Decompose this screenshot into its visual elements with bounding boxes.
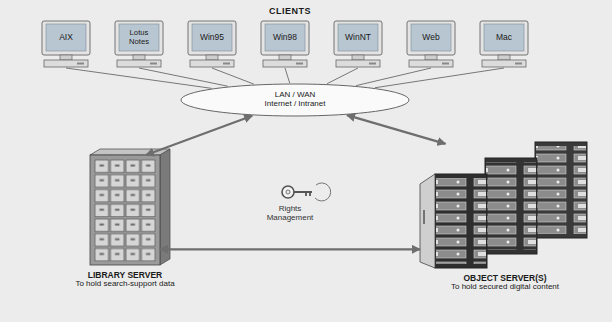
server-heading: LIBRARY SERVER xyxy=(88,271,162,280)
cabinet-front xyxy=(90,155,160,265)
edge-label: Rights Management xyxy=(255,205,325,223)
client-label: WinNT xyxy=(345,33,371,42)
client-label: Win95 xyxy=(200,33,224,42)
client-monitor: Lotus Notes xyxy=(114,20,164,68)
key-swirl xyxy=(315,183,331,201)
network-ellipse: LAN / WANInternet / Intranet xyxy=(180,83,410,117)
server-caption: To hold secured digital content xyxy=(451,283,559,292)
rack-panels xyxy=(536,146,586,234)
rack xyxy=(485,158,537,254)
door-handle xyxy=(423,210,425,224)
client-monitor: WinNT xyxy=(333,20,383,68)
library-cabinet xyxy=(90,149,170,265)
monitor-outline xyxy=(187,20,237,68)
object-server-racks xyxy=(420,142,587,268)
double-arrow xyxy=(160,248,420,250)
rack-panels xyxy=(436,178,486,264)
key-shaft xyxy=(294,192,312,196)
server-caption: To hold search-support data xyxy=(75,280,174,289)
double-arrow xyxy=(146,116,252,155)
client-label: Win98 xyxy=(273,33,297,42)
monitor-outline xyxy=(406,20,456,68)
client-monitor: Web xyxy=(406,20,456,68)
network-link xyxy=(327,68,358,84)
rack-door xyxy=(420,174,435,268)
rack xyxy=(435,174,487,268)
server-heading: OBJECT SERVER(S) xyxy=(464,274,547,283)
key-hole xyxy=(286,190,290,194)
network-link xyxy=(356,68,431,86)
key-bow xyxy=(282,186,294,198)
diagram-title: CLIENTS xyxy=(240,6,340,16)
network-label: Internet / Intranet xyxy=(265,100,326,109)
client-monitor: AIX xyxy=(41,20,91,68)
client-label: Lotus Notes xyxy=(119,29,159,46)
network-label: LAN / WAN xyxy=(275,91,316,100)
library-server: LIBRARY SERVERTo hold search-support dat… xyxy=(90,155,160,265)
rack-panels xyxy=(486,162,536,250)
double-arrow xyxy=(347,115,445,144)
network-link xyxy=(139,68,228,86)
client-monitor: Mac xyxy=(479,20,529,68)
rack xyxy=(535,142,587,238)
client-monitor: Win98 xyxy=(260,20,310,68)
client-monitor: Win95 xyxy=(187,20,237,68)
network-link xyxy=(285,68,290,83)
object-server: OBJECT SERVER(S)To hold secured digital … xyxy=(420,140,590,268)
monitor-outline xyxy=(479,20,529,68)
network-link xyxy=(375,68,504,88)
client-label: Mac xyxy=(496,33,512,42)
network-link xyxy=(212,68,254,84)
monitor-outline xyxy=(41,20,91,68)
client-label: AIX xyxy=(59,33,73,42)
cabinet-drawers xyxy=(94,159,156,262)
cabinet-side xyxy=(160,149,170,265)
monitor-outline xyxy=(260,20,310,68)
key-icon xyxy=(282,183,331,201)
client-label: Web xyxy=(422,33,439,42)
monitor-outline xyxy=(333,20,383,68)
